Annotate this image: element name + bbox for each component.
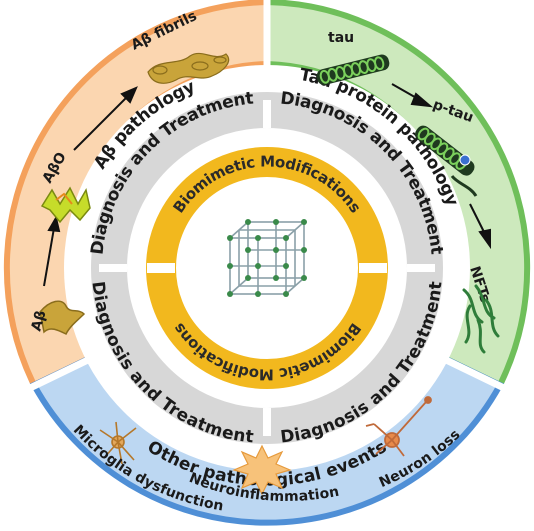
abeta-monomer-icon [39,300,86,336]
abeta-arrow-2 [73,86,138,151]
tau-protein-icon [316,54,390,85]
nft-icon [462,284,500,354]
tau-arrow-2 [469,203,491,250]
ptau-icon [415,125,478,197]
neuron-icon [365,396,432,457]
abeta-oligomer-icon [40,186,91,224]
tau-label: tau [328,30,354,46]
microglia-icon [99,421,137,465]
center-annulus [146,147,388,389]
abeta-arrow-1 [43,215,61,287]
quadrant-ring [91,92,443,444]
lattice-icon [227,219,307,297]
tau-arrow-1 [391,83,434,108]
abeta-monomer-label: Aβ [28,309,49,333]
inflammation-icon [232,444,292,496]
abeta-fibril-icon [147,52,230,84]
